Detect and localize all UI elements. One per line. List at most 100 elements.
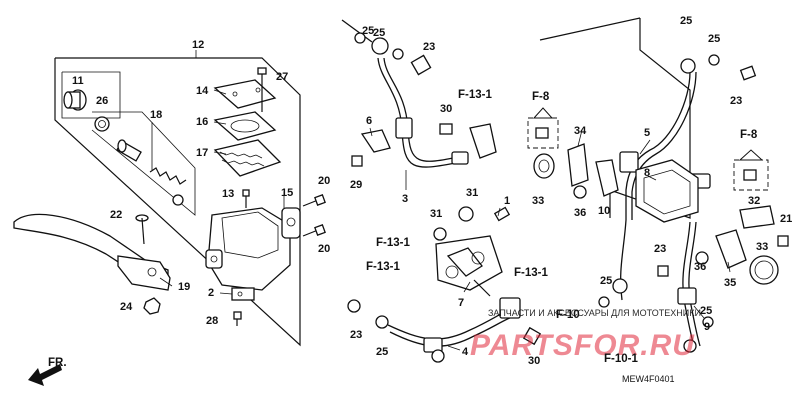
f8-ref-box-left (527, 107, 559, 149)
spring-part (149, 167, 187, 206)
bolt-21-23-part (657, 65, 789, 277)
callout-1: 1 (504, 195, 510, 207)
brake-lever-part (13, 213, 171, 291)
piston-cup-part (63, 89, 87, 111)
pivot-bolt-part (135, 214, 149, 245)
callout-25: 25 (680, 15, 692, 27)
ref-f-13-1: F-13-1 (366, 261, 400, 273)
watermark-tagline: ЗАПЧАСТИ И АКСЕССУАРЫ ДЛЯ МОТОТЕХНИКИ (488, 308, 701, 318)
callout-25: 25 (700, 305, 712, 317)
frame-outline (609, 18, 691, 219)
master-cylinder-body (205, 207, 301, 291)
callout-15: 15 (281, 187, 293, 199)
reflector-33-part (533, 153, 779, 285)
callout-12: 12 (192, 39, 204, 51)
callout-25: 25 (362, 25, 374, 37)
caliper-bolts-part (433, 206, 511, 241)
callout-9: 9 (704, 321, 710, 333)
callout-28: 28 (206, 315, 218, 327)
ref-f-8: F-8 (740, 129, 758, 141)
diaphragm-part (213, 139, 282, 177)
callout-16: 16 (196, 116, 208, 128)
callout-leaders (151, 50, 731, 351)
callout-34: 34 (574, 125, 587, 137)
brake-switch-part (231, 287, 255, 301)
callout-30: 30 (440, 103, 452, 115)
front-direction-label: FR. (48, 357, 67, 369)
watermark-brand: PARTSFOR.RU (470, 329, 695, 362)
ref-f-13-1: F-13-1 (376, 237, 410, 249)
clamp-34-part (567, 143, 589, 187)
callout-11: 11 (72, 75, 84, 87)
ref-f-8: F-8 (532, 91, 550, 103)
f8-ref-box-right (733, 149, 769, 191)
callout-30: 30 (528, 355, 540, 367)
diaphragm-plate-part (213, 111, 277, 141)
callout-25: 25 (600, 275, 612, 287)
callout-36: 36 (694, 261, 706, 273)
callout-33: 33 (532, 195, 544, 207)
screw-28-part (233, 311, 242, 326)
diagram-code: MEW4F0401 (622, 374, 675, 384)
upper-brake-hose (341, 19, 469, 168)
callout-20: 20 (318, 175, 330, 187)
right-brake-hose-5 (619, 54, 720, 220)
piston-part (116, 139, 142, 162)
callout-2: 2 (208, 287, 214, 299)
callout-17: 17 (196, 147, 208, 159)
stay-10-part (595, 159, 619, 197)
callout-18: 18 (150, 109, 162, 121)
lower-brake-hose (347, 297, 542, 363)
callout-22: 22 (110, 209, 122, 221)
callout-14: 14 (196, 85, 209, 97)
banjo-bolt-upper-part (354, 32, 432, 76)
reservoir-cap-part (213, 79, 277, 109)
callout-20: 20 (318, 243, 330, 255)
front-direction-arrow (28, 364, 62, 386)
callout-24: 24 (120, 301, 133, 313)
callout-33: 33 (756, 241, 768, 253)
callout-23: 23 (730, 95, 742, 107)
callout-25: 25 (373, 27, 385, 39)
holder-bolt-part (302, 194, 326, 237)
callout-8: 8 (644, 167, 650, 179)
bolt-36-part (573, 185, 709, 265)
hose-clamp-part (351, 129, 391, 167)
pivot-nut-part (143, 297, 161, 315)
right-brake-hose-9 (598, 219, 714, 353)
caliper-mount-part (435, 235, 503, 297)
callout-25: 25 (708, 33, 720, 45)
callout-31: 31 (466, 187, 478, 199)
callout-23: 23 (654, 243, 666, 255)
callout-10: 10 (598, 205, 610, 217)
callout-7: 7 (458, 297, 464, 309)
callout-13: 13 (222, 188, 234, 200)
callout-4: 4 (462, 346, 469, 358)
callout-3: 3 (402, 193, 408, 205)
callout-31: 31 (430, 208, 442, 220)
ref-f-13-1: F-13-1 (514, 267, 548, 279)
callout-36: 36 (574, 207, 586, 219)
ref-f-13-1: F-13-1 (458, 89, 492, 101)
ref-f-10: F-10 (556, 309, 580, 321)
screw-13-part (242, 189, 250, 208)
callout-5: 5 (644, 127, 650, 139)
callout-29: 29 (350, 179, 362, 191)
callout-35: 35 (724, 277, 736, 289)
frame-leader (539, 17, 641, 41)
control-unit-8 (635, 159, 699, 223)
callout-27: 27 (276, 71, 288, 83)
hose-joint-part (439, 123, 497, 159)
callout-32: 32 (748, 195, 760, 207)
callout-21: 21 (780, 213, 792, 225)
assembly-box-18 (91, 111, 196, 216)
cap-screw-part (257, 67, 267, 112)
bracket-35-part (715, 229, 747, 269)
assembly-box-11 (61, 71, 121, 119)
callout-19: 19 (178, 281, 190, 293)
callout-25: 25 (376, 346, 388, 358)
